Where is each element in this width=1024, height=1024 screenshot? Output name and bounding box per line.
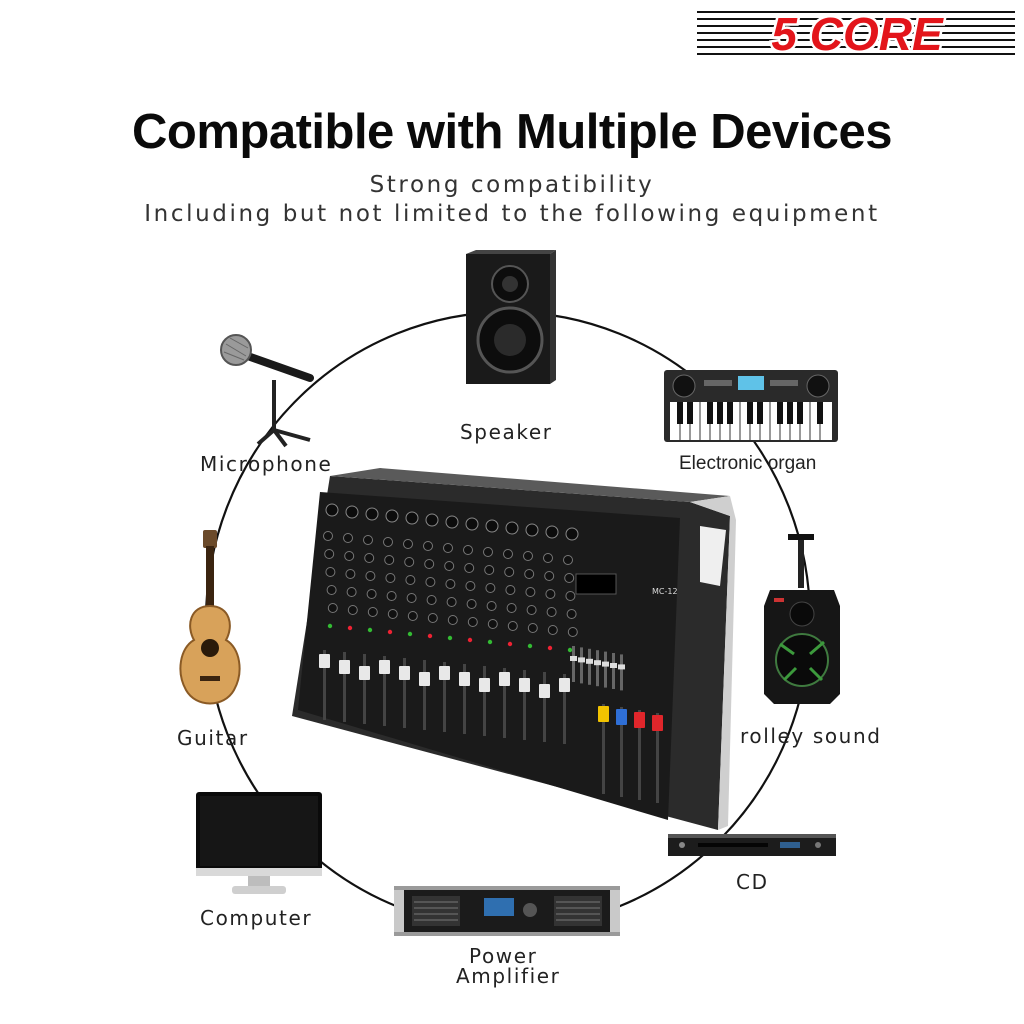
power-amplifier-icon <box>394 886 620 941</box>
amplifier-label-line-2: Amplifier <box>456 964 561 988</box>
speaker-icon <box>460 250 556 393</box>
guitar-icon <box>174 530 246 715</box>
speaker-label: Speaker <box>460 420 553 444</box>
subtitle-line-2: Including but not limited to the followi… <box>144 201 880 227</box>
brand-logo: 5 CORE <box>697 8 1015 60</box>
keyboard-icon <box>664 370 838 447</box>
microphone-icon <box>214 330 314 453</box>
guitar-label: Guitar <box>177 726 249 750</box>
computer-label: Computer <box>200 906 313 930</box>
audio-mixer-icon: MC-12 <box>280 466 740 841</box>
organ-label: Electronic organ <box>679 453 817 474</box>
mixer-model-label: MC-12 <box>652 587 678 596</box>
subtitle-line-1: Strong compatibility <box>369 172 655 198</box>
cd-label: CD <box>736 870 769 894</box>
cd-player-icon <box>668 834 836 861</box>
amplifier-label-line-1: Power <box>469 944 538 968</box>
trolley-label: rolley sound <box>740 724 882 748</box>
trolley-speaker-icon <box>760 534 844 711</box>
brand-logo-text: 5 CORE <box>771 8 944 60</box>
page-title: Compatible with Multiple Devices <box>132 105 892 159</box>
microphone-label: Microphone <box>200 452 333 476</box>
monitor-icon <box>196 792 322 901</box>
